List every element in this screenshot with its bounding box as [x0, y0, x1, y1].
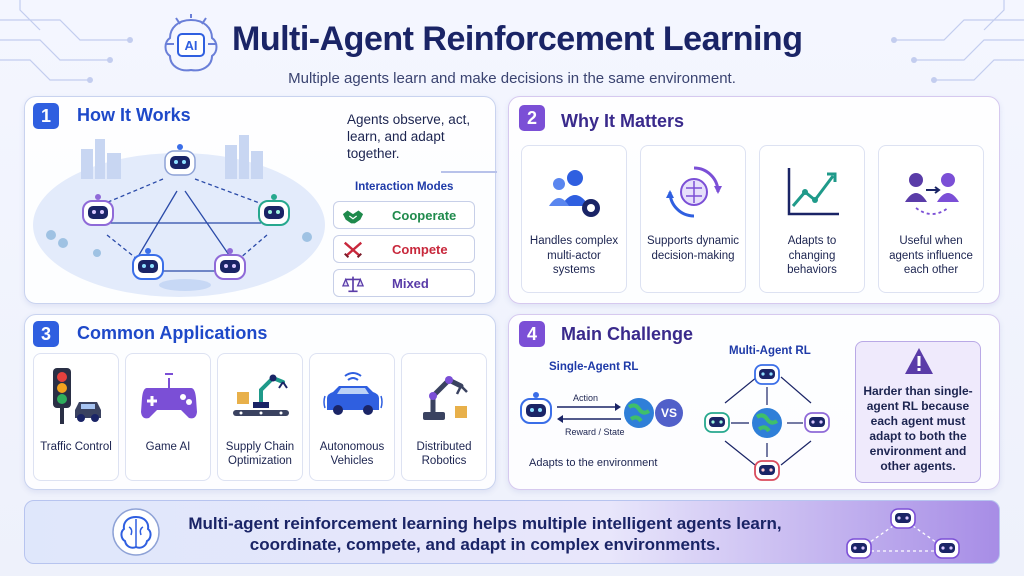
card-agents-influence: Useful when agents influence each other — [878, 145, 984, 293]
app-autonomous-vehicles: Autonomous Vehicles — [309, 353, 395, 481]
handshake-icon — [342, 210, 364, 224]
main-challenge-title: Main Challenge — [561, 324, 694, 344]
agent-right — [258, 194, 290, 226]
card-dynamic-decisions-text: Supports dynamic decision-making — [646, 235, 740, 262]
card-dynamic-decisions: Supports dynamic decision-making — [640, 145, 746, 293]
globe-icon — [624, 398, 654, 428]
team-gear-icon — [549, 170, 600, 217]
card-agents-influence-text: Useful when agents influence each other — [889, 235, 973, 276]
card-complex-systems: Handles complex multi-actor systems — [521, 145, 627, 293]
summary-text: Multi-agent reinforcement learning helps… — [188, 514, 782, 554]
traffic-light-icon — [53, 368, 101, 424]
multi-agent-left — [704, 412, 730, 433]
interaction-modes-title: Interaction Modes — [355, 181, 454, 193]
crossed-swords-icon — [343, 241, 363, 259]
mode-cooperate-label: Cooperate — [392, 208, 457, 223]
page-title: Multi-Agent Reinforcement Learning — [232, 20, 803, 58]
brain-cycle-icon — [666, 166, 722, 218]
page-subtitle: Multiple agents learn and make decisions… — [288, 70, 736, 87]
single-agent-robot — [520, 392, 552, 424]
agent-top — [164, 144, 196, 176]
app-traffic-control: Traffic Control — [33, 353, 119, 481]
how-it-works-description: Agents observe, act, learn, and adapt to… — [347, 112, 471, 161]
footer-agent-left — [846, 538, 872, 559]
how-it-works-panel: 1 How It Works — [24, 96, 497, 304]
agents-network-illustration — [33, 135, 325, 297]
footer-agent-right — [934, 538, 960, 559]
robot-arm-conveyor-icon — [233, 374, 289, 416]
circuit-decoration-right — [891, 0, 1024, 83]
app-supply-chain-text: Supply Chain Optimization — [225, 441, 295, 467]
modes-divider — [441, 171, 497, 173]
app-game-ai: Game AI — [125, 353, 211, 481]
section-number-3: 3 — [33, 321, 59, 347]
multi-agent-bottom — [754, 460, 780, 481]
card-changing-behaviors: Adapts to changing behaviors — [759, 145, 865, 293]
app-distributed-robotics: Distributed Robotics — [401, 353, 487, 481]
single-agent-label: Single-Agent RL — [549, 361, 639, 373]
vs-badge: VS — [655, 399, 683, 427]
applications-panel: 3 Common Applications Traffic Control Ga… — [24, 314, 496, 490]
scales-icon — [342, 276, 364, 293]
gamepad-icon — [141, 373, 197, 419]
why-it-matters-title: Why It Matters — [561, 111, 685, 131]
ai-brain-logo: AI — [160, 14, 222, 76]
circuit-decoration-left — [0, 0, 133, 83]
warning-icon — [905, 348, 933, 374]
mode-cooperate: Cooperate — [333, 201, 475, 229]
section-number-1: 1 — [33, 103, 59, 129]
brain-icon — [112, 508, 160, 556]
how-it-works-title: How It Works — [77, 105, 191, 125]
action-label: Action — [573, 393, 599, 403]
multi-agent-top — [754, 364, 780, 385]
reward-state-label: Reward / State — [565, 427, 625, 437]
challenge-warning-text: Harder than single-agent RL because each… — [863, 384, 973, 473]
people-exchange-icon — [905, 173, 959, 215]
single-agent-diagram — [520, 392, 654, 428]
app-distributed-robotics-text: Distributed Robotics — [416, 441, 472, 467]
mode-compete-label: Compete — [392, 242, 448, 257]
car-icon — [323, 372, 383, 415]
card-complex-systems-text: Handles complex multi-actor systems — [529, 235, 619, 276]
multi-globe-icon — [752, 408, 782, 438]
summary-banner: Multi-agent reinforcement learning helps… — [24, 500, 1000, 564]
app-autonomous-vehicles-text: Autonomous Vehicles — [319, 441, 385, 467]
why-it-matters-panel: 2 Why It Matters Handles complex multi-a… — [508, 96, 1000, 304]
multi-agent-label: Multi-Agent RL — [729, 345, 811, 357]
app-game-ai-text: Game AI — [145, 441, 191, 453]
footer-agents-icon — [846, 508, 960, 559]
section-number-2: 2 — [519, 105, 545, 131]
logo-text: AI — [185, 38, 198, 53]
card-changing-behaviors-text: Adapts to changing behaviors — [787, 235, 837, 276]
applications-title: Common Applications — [77, 323, 268, 343]
footer-agent-top — [890, 508, 916, 529]
section-number-4: 4 — [519, 321, 545, 347]
agent-bottom-right — [214, 248, 246, 280]
mode-mixed: Mixed — [333, 269, 475, 297]
multi-agent-right — [804, 412, 830, 433]
header: AI Multi-Agent Reinforcement Learning Mu… — [0, 6, 1024, 90]
multi-agent-diagram — [704, 364, 830, 481]
challenge-warning-box: Harder than single-agent RL because each… — [855, 341, 981, 483]
mode-mixed-label: Mixed — [392, 276, 429, 291]
adapts-label: Adapts to the environment — [529, 457, 658, 469]
app-supply-chain: Supply Chain Optimization — [217, 353, 303, 481]
agent-bottom-left — [132, 248, 164, 280]
main-challenge-panel: 4 Main Challenge Single-Agent RL Action … — [508, 314, 1000, 490]
agent-left — [82, 194, 114, 226]
robot-arm-icon — [423, 376, 468, 420]
mode-compete: Compete — [333, 235, 475, 263]
trend-chart-icon — [787, 168, 839, 216]
app-traffic-control-text: Traffic Control — [40, 441, 112, 453]
